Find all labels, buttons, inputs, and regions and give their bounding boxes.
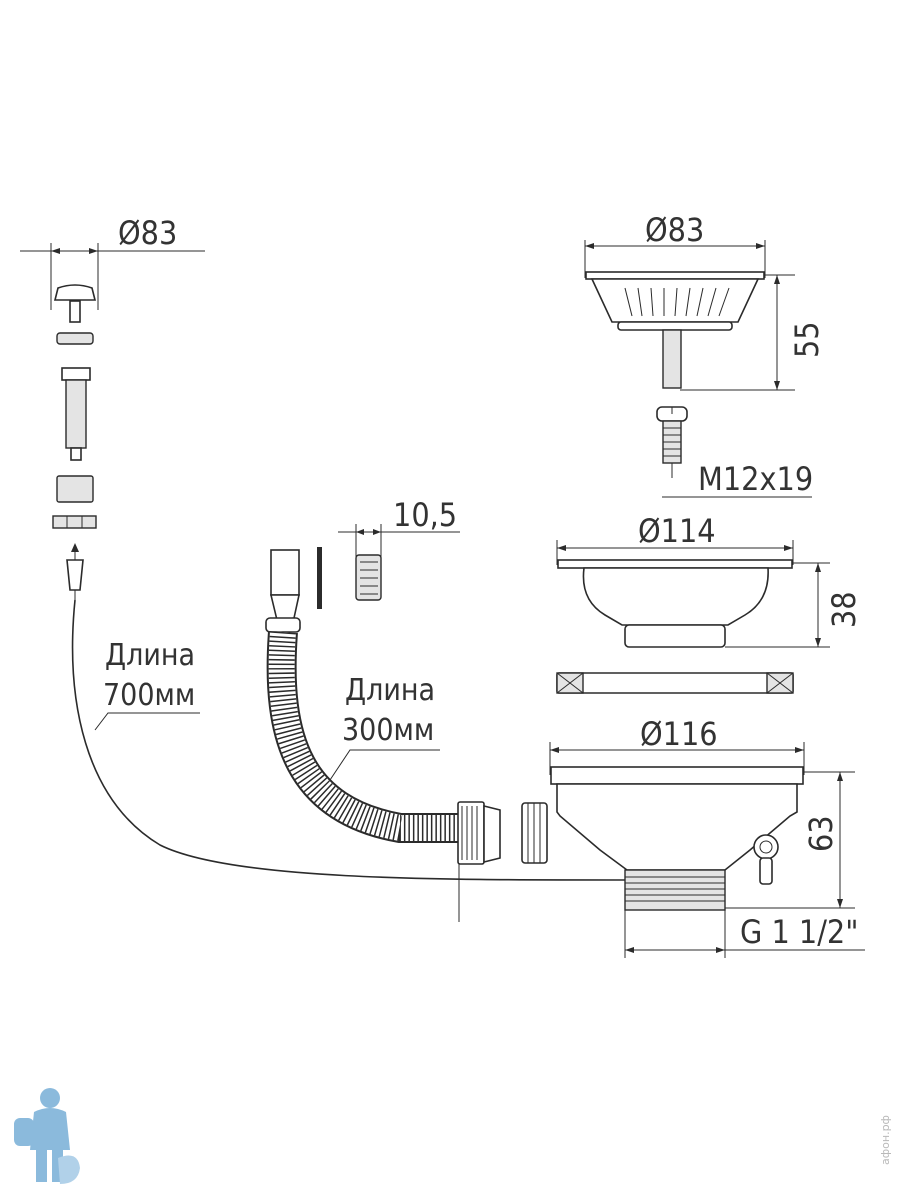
thread-label: G 1 1/2" bbox=[740, 913, 858, 951]
sealing-gasket bbox=[556, 672, 794, 694]
hose-label-word: Длина bbox=[345, 673, 435, 708]
drain-body: Ø116 G 1 1/2" 63 bbox=[549, 715, 865, 958]
body-diameter-label: Ø116 bbox=[640, 715, 718, 753]
watermark: афон.рф bbox=[879, 1115, 892, 1165]
strainer-basket: Ø83 55 bbox=[584, 211, 826, 391]
rod-head bbox=[61, 367, 91, 381]
strainer-bowl: Ø114 38 bbox=[556, 512, 863, 648]
nut-width-label: 10,5 bbox=[393, 496, 457, 534]
overflow-head bbox=[270, 549, 300, 596]
overflow-gasket bbox=[317, 547, 322, 609]
stopper-stem bbox=[69, 300, 81, 323]
strainer-diameter-label: Ø83 bbox=[645, 211, 704, 249]
stopper-cap bbox=[53, 284, 97, 301]
hose-label-length: 300мм bbox=[342, 713, 434, 748]
overflow-assembly: 10,5 Длина 300мм bbox=[265, 496, 548, 922]
strainer-height-label: 55 bbox=[788, 321, 826, 358]
clip bbox=[52, 515, 97, 529]
stopper-diameter-label: Ø83 bbox=[118, 214, 177, 252]
rod-tip bbox=[70, 447, 82, 461]
stopper-washer bbox=[56, 332, 94, 345]
screw-size-label: M12x19 bbox=[698, 460, 813, 498]
cable-label-length: 700мм bbox=[103, 678, 195, 713]
bowl-diameter-label: Ø114 bbox=[638, 512, 716, 550]
screw: M12x19 bbox=[656, 406, 813, 498]
cable-end bbox=[66, 559, 84, 591]
cable-label-word: Длина bbox=[105, 638, 195, 673]
bowl-height-label: 38 bbox=[825, 591, 863, 628]
body-height-label: 63 bbox=[802, 815, 840, 852]
stopper-assembly: Ø83 Длина 700мм bbox=[20, 214, 626, 881]
guide-sleeve bbox=[56, 475, 94, 503]
rod-body bbox=[65, 379, 87, 449]
plumber-logo bbox=[14, 1088, 80, 1184]
